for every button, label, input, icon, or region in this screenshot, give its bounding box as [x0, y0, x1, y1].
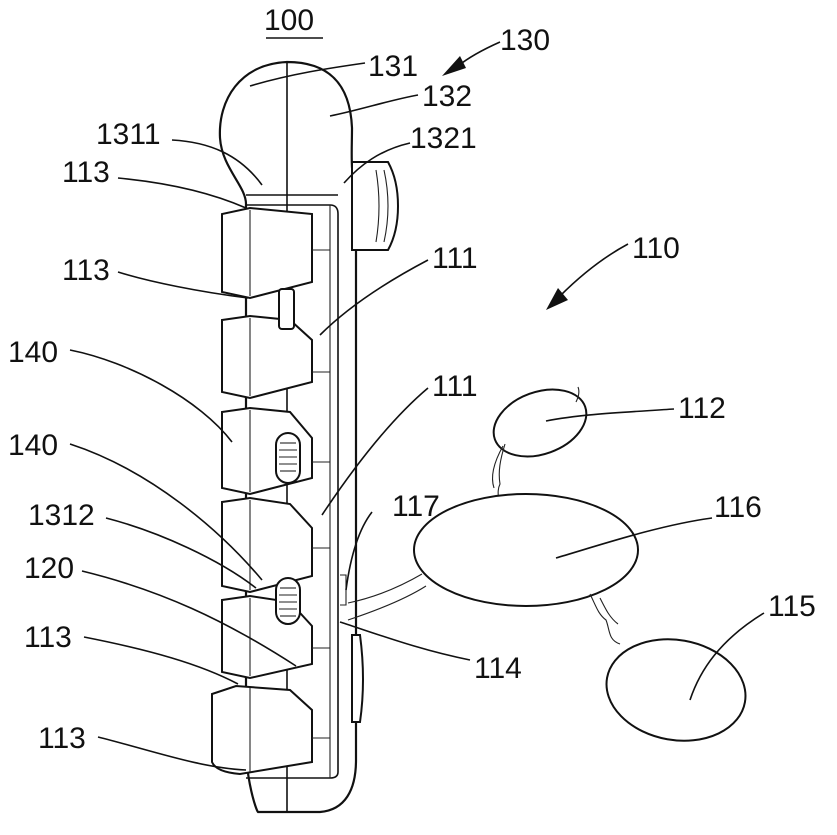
label-111-upper: 111 [432, 242, 478, 275]
label-112: 112 [678, 392, 726, 425]
label-130: 130 [500, 24, 550, 57]
label-113-top: 113 [62, 156, 110, 189]
key-cap-2 [222, 316, 312, 398]
key-cap-4 [222, 498, 312, 592]
lead-115 [590, 594, 620, 644]
label-113-bottom: 113 [38, 722, 86, 755]
label-100: 100 [264, 4, 314, 37]
trigger-1321 [352, 162, 398, 250]
thumb-wheel-lower [276, 578, 300, 624]
pad-115 [598, 629, 753, 752]
key-cap-1 [222, 208, 312, 298]
label-116: 116 [714, 491, 762, 524]
label-117: 117 [392, 490, 440, 523]
label-113-third: 113 [24, 621, 72, 654]
label-111-lower: 111 [432, 370, 478, 403]
connector-117 [340, 575, 346, 605]
label-1321: 1321 [410, 122, 477, 155]
thumb-wheel-upper [276, 433, 300, 483]
label-1312: 1312 [28, 499, 95, 532]
label-114: 114 [474, 652, 522, 685]
label-1311: 1311 [96, 118, 161, 151]
label-113-second: 113 [62, 254, 110, 287]
lead-116 [348, 574, 422, 603]
key-caps [212, 208, 330, 774]
label-140-upper: 140 [8, 336, 58, 369]
label-120: 120 [24, 552, 74, 585]
arrow-110 [560, 244, 628, 296]
indicator-slot [279, 289, 294, 329]
side-button-lower [352, 635, 363, 722]
label-115: 115 [768, 590, 816, 623]
label-110: 110 [632, 232, 680, 265]
key-cap-6 [212, 686, 312, 774]
label-132: 132 [422, 80, 472, 113]
pad-116 [414, 494, 638, 606]
arrow-130 [458, 42, 500, 66]
label-140-lower: 140 [8, 429, 58, 462]
label-131: 131 [368, 50, 418, 83]
